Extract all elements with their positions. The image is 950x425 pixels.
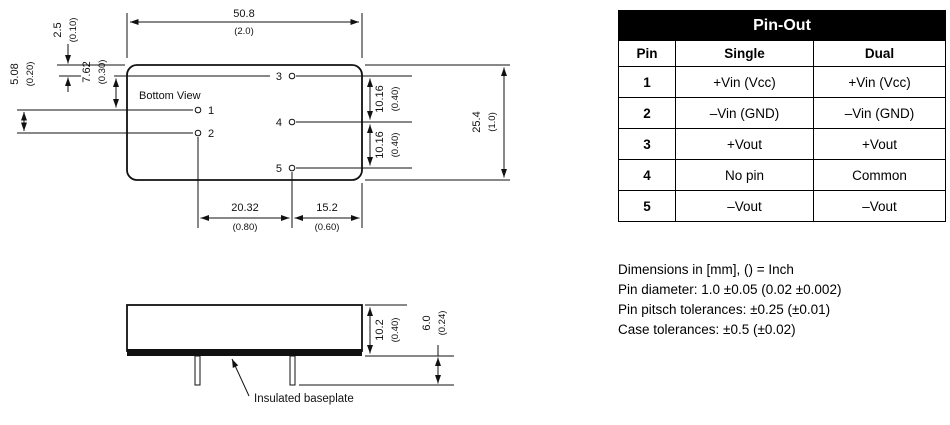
dim-pin1-pin2-mm: 5.08 (9, 63, 21, 84)
dual-function: –Vout (812, 190, 947, 222)
dim-body-height-mm: 10.2 (374, 319, 386, 340)
pin-5-label: 5 (276, 163, 282, 175)
pin-number: 4 (618, 159, 676, 191)
note-pin-diameter: Pin diameter: 1.0 ±0.05 (0.02 ±0.002) (618, 282, 842, 297)
note-pin-pitch: Pin pitsch tolerances: ±0.25 (±0.01) (618, 302, 831, 317)
single-function: +Vin (Vcc) (675, 66, 814, 98)
side-view-drawing: 10.2 (0.40) 6.0 (0.24) Insulated basepla… (126, 304, 454, 405)
dim-pin3-pin4-mm: 10.16 (374, 85, 386, 113)
top-view-drawing: Bottom View 1 2 3 4 5 (9, 8, 510, 233)
single-function: –Vout (675, 190, 814, 222)
view-label: Bottom View (139, 90, 201, 102)
side-body-outline (126, 304, 363, 352)
col-header-pin: Pin (618, 40, 676, 67)
pin-2-label: 2 (208, 128, 214, 140)
pin-number: 2 (618, 97, 676, 129)
pin-3-label: 3 (276, 71, 282, 83)
table-row: 5 –Vout –Vout (618, 190, 947, 222)
insulated-baseplate (127, 349, 362, 356)
note-units: Dimensions in [mm], () = Inch (618, 262, 794, 277)
pin-number: 5 (618, 190, 676, 222)
col-header-single: Single (675, 40, 814, 67)
single-function: +Vout (675, 128, 814, 160)
pin-5-circle (288, 164, 296, 172)
dim-height-in: (1.0) (487, 112, 498, 132)
dim-pin3-offset-mm: 2.5 (52, 22, 64, 37)
pin-3-circle (288, 72, 296, 80)
right-column: Pin-Out Pin Single Dual 1 +Vin (Vcc) +Vi… (617, 10, 947, 340)
dim-width-mm: 50.8 (233, 8, 254, 20)
package-drawing: Bottom View 1 2 3 4 5 (9, 8, 510, 405)
dim-height-mm: 25.4 (471, 111, 483, 132)
dim-pin-length-in: (0.24) (437, 311, 448, 336)
dim-col-edge-mm: 15.2 (316, 202, 337, 214)
table-row: 3 +Vout +Vout (618, 128, 947, 160)
dim-col-edge-in: (0.60) (315, 222, 340, 233)
pinout-table-title: Pin-Out (617, 10, 947, 41)
dim-col-spacing-mm: 20.32 (231, 202, 259, 214)
single-function: No pin (675, 159, 814, 191)
callout-leader-line (231, 358, 250, 397)
dim-pin3-offset-in: (0.10) (68, 18, 79, 43)
dim-pin1-pin2-in: (0.20) (25, 62, 36, 87)
table-row: 2 –Vin (GND) –Vin (GND) (618, 97, 947, 129)
pin-1-label: 1 (208, 105, 214, 117)
table-row: 4 No pin Common (618, 159, 947, 191)
side-pin (289, 355, 296, 386)
dim-col-spacing-in: (0.80) (233, 222, 258, 233)
side-dimension-lines (231, 307, 441, 397)
dim-pin3-pin4-in: (0.40) (390, 87, 401, 112)
dim-pin3-pin1-mm: 7.62 (81, 61, 93, 82)
side-extension-lines (299, 304, 454, 386)
dim-pin3-pin1-in: (0.30) (97, 60, 108, 85)
dual-function: +Vin (Vcc) (812, 66, 947, 98)
dim-pin4-pin5-mm: 10.16 (374, 131, 386, 159)
table-row: 1 +Vin (Vcc) +Vin (Vcc) (618, 66, 947, 98)
pin-4-circle (288, 118, 296, 126)
baseplate-callout-label: Insulated baseplate (254, 393, 354, 405)
dim-pin4-pin5-in: (0.40) (390, 133, 401, 158)
pinout-header-row: Pin Single Dual (618, 40, 947, 67)
dim-width-in: (2.0) (234, 26, 254, 37)
dual-function: +Vout (812, 128, 947, 160)
pin-number: 1 (618, 66, 676, 98)
pinout-title-row: Pin-Out (617, 10, 947, 41)
dimension-labels: 50.8 (2.0) 2.5 (0.10) 5.08 (0.20) 7.62 (… (9, 8, 498, 233)
extension-lines (17, 13, 510, 228)
side-pin (194, 355, 201, 386)
pin-2-circle (194, 129, 202, 137)
col-header-dual: Dual (812, 40, 947, 67)
dim-pin-length-mm: 6.0 (421, 315, 433, 330)
dual-function: –Vin (GND) (812, 97, 947, 129)
pinout-table: Pin-Out Pin Single Dual 1 +Vin (Vcc) +Vi… (617, 10, 947, 222)
single-function: –Vin (GND) (675, 97, 814, 129)
dimension-lines (21, 19, 507, 221)
note-case-tolerance: Case tolerances: ±0.5 (±0.02) (618, 322, 796, 337)
pin-markers: 1 2 3 4 5 (194, 71, 296, 175)
side-dimension-labels: 10.2 (0.40) 6.0 (0.24) Insulated basepla… (254, 311, 448, 405)
pin-4-label: 4 (276, 117, 282, 129)
pin-1-circle (194, 106, 202, 114)
dim-body-height-in: (0.40) (390, 318, 401, 343)
dimension-notes: Dimensions in [mm], () = Inch Pin diamet… (618, 260, 945, 340)
pin-number: 3 (618, 128, 676, 160)
dual-function: Common (812, 159, 947, 191)
